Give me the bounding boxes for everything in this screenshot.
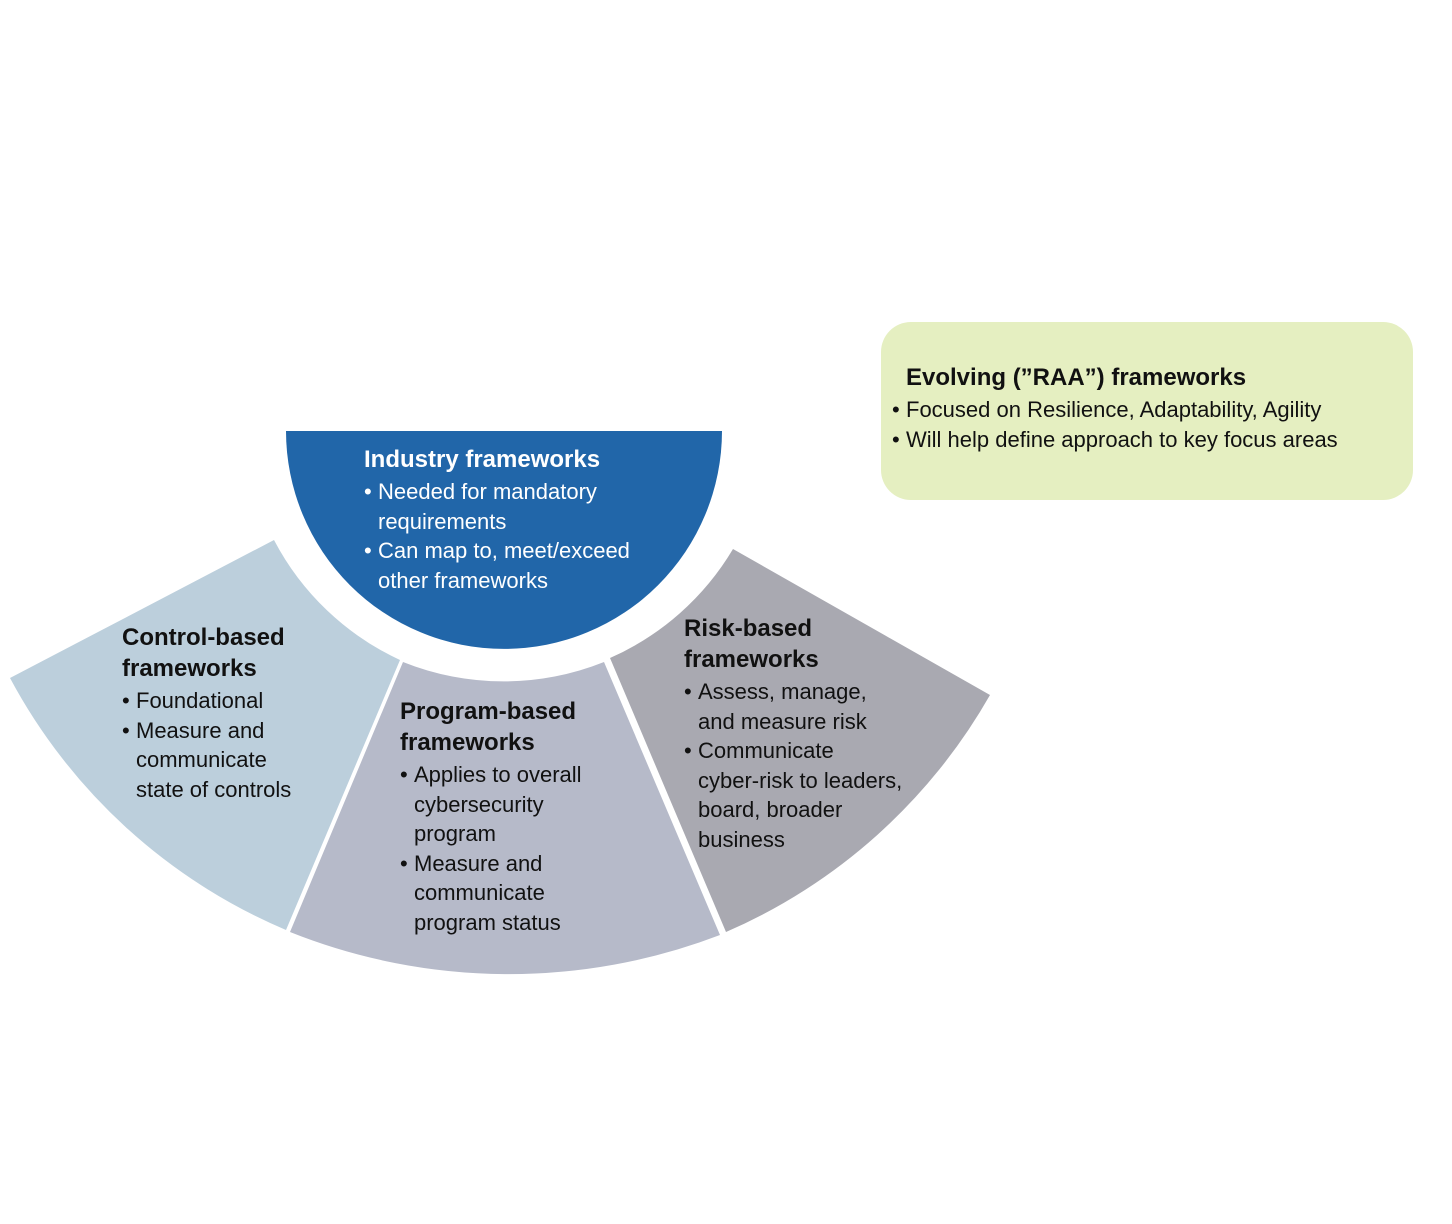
program-title: Program-based frameworks: [400, 698, 577, 756]
risk-title: Risk-based frameworks: [684, 615, 819, 673]
risk-bullet: Communicate cyber-risk to leaders, board…: [684, 736, 964, 854]
program-text: Program-based frameworks Applies to over…: [400, 696, 660, 937]
program-bullet: Measure and communicate program status: [400, 849, 660, 938]
industry-bullet: Can map to, meet/exceed other frameworks: [364, 536, 684, 595]
program-bullets: Applies to overall cybersecurity program…: [400, 760, 660, 937]
evolving-bullet: Will help define approach to key focus a…: [892, 425, 1402, 455]
control-bullets: Foundational Measure and communicate sta…: [122, 686, 382, 804]
industry-text: Industry frameworks Needed for mandatory…: [364, 444, 684, 595]
evolving-text: Evolving (”RAA”) frameworks Focused on R…: [892, 362, 1402, 454]
program-bullet: Applies to overall cybersecurity program: [400, 760, 660, 849]
industry-title: Industry frameworks: [364, 446, 601, 473]
evolving-title: Evolving (”RAA”) frameworks: [906, 364, 1247, 391]
evolving-bullets: Focused on Resilience, Adaptability, Agi…: [892, 395, 1402, 454]
industry-bullets: Needed for mandatory requirements Can ma…: [364, 477, 684, 595]
industry-bullet: Needed for mandatory requirements: [364, 477, 684, 536]
evolving-bullet: Focused on Resilience, Adaptability, Agi…: [892, 395, 1402, 425]
control-bullet: Measure and communicate state of control…: [122, 716, 382, 805]
risk-bullets: Assess, manage, and measure risk Communi…: [684, 677, 964, 854]
risk-text: Risk-based frameworks Assess, manage, an…: [684, 613, 964, 854]
control-text: Control-based frameworks Foundational Me…: [122, 622, 382, 804]
risk-bullet: Assess, manage, and measure risk: [684, 677, 964, 736]
control-bullet: Foundational: [122, 686, 382, 716]
control-title: Control-based frameworks: [122, 624, 285, 682]
